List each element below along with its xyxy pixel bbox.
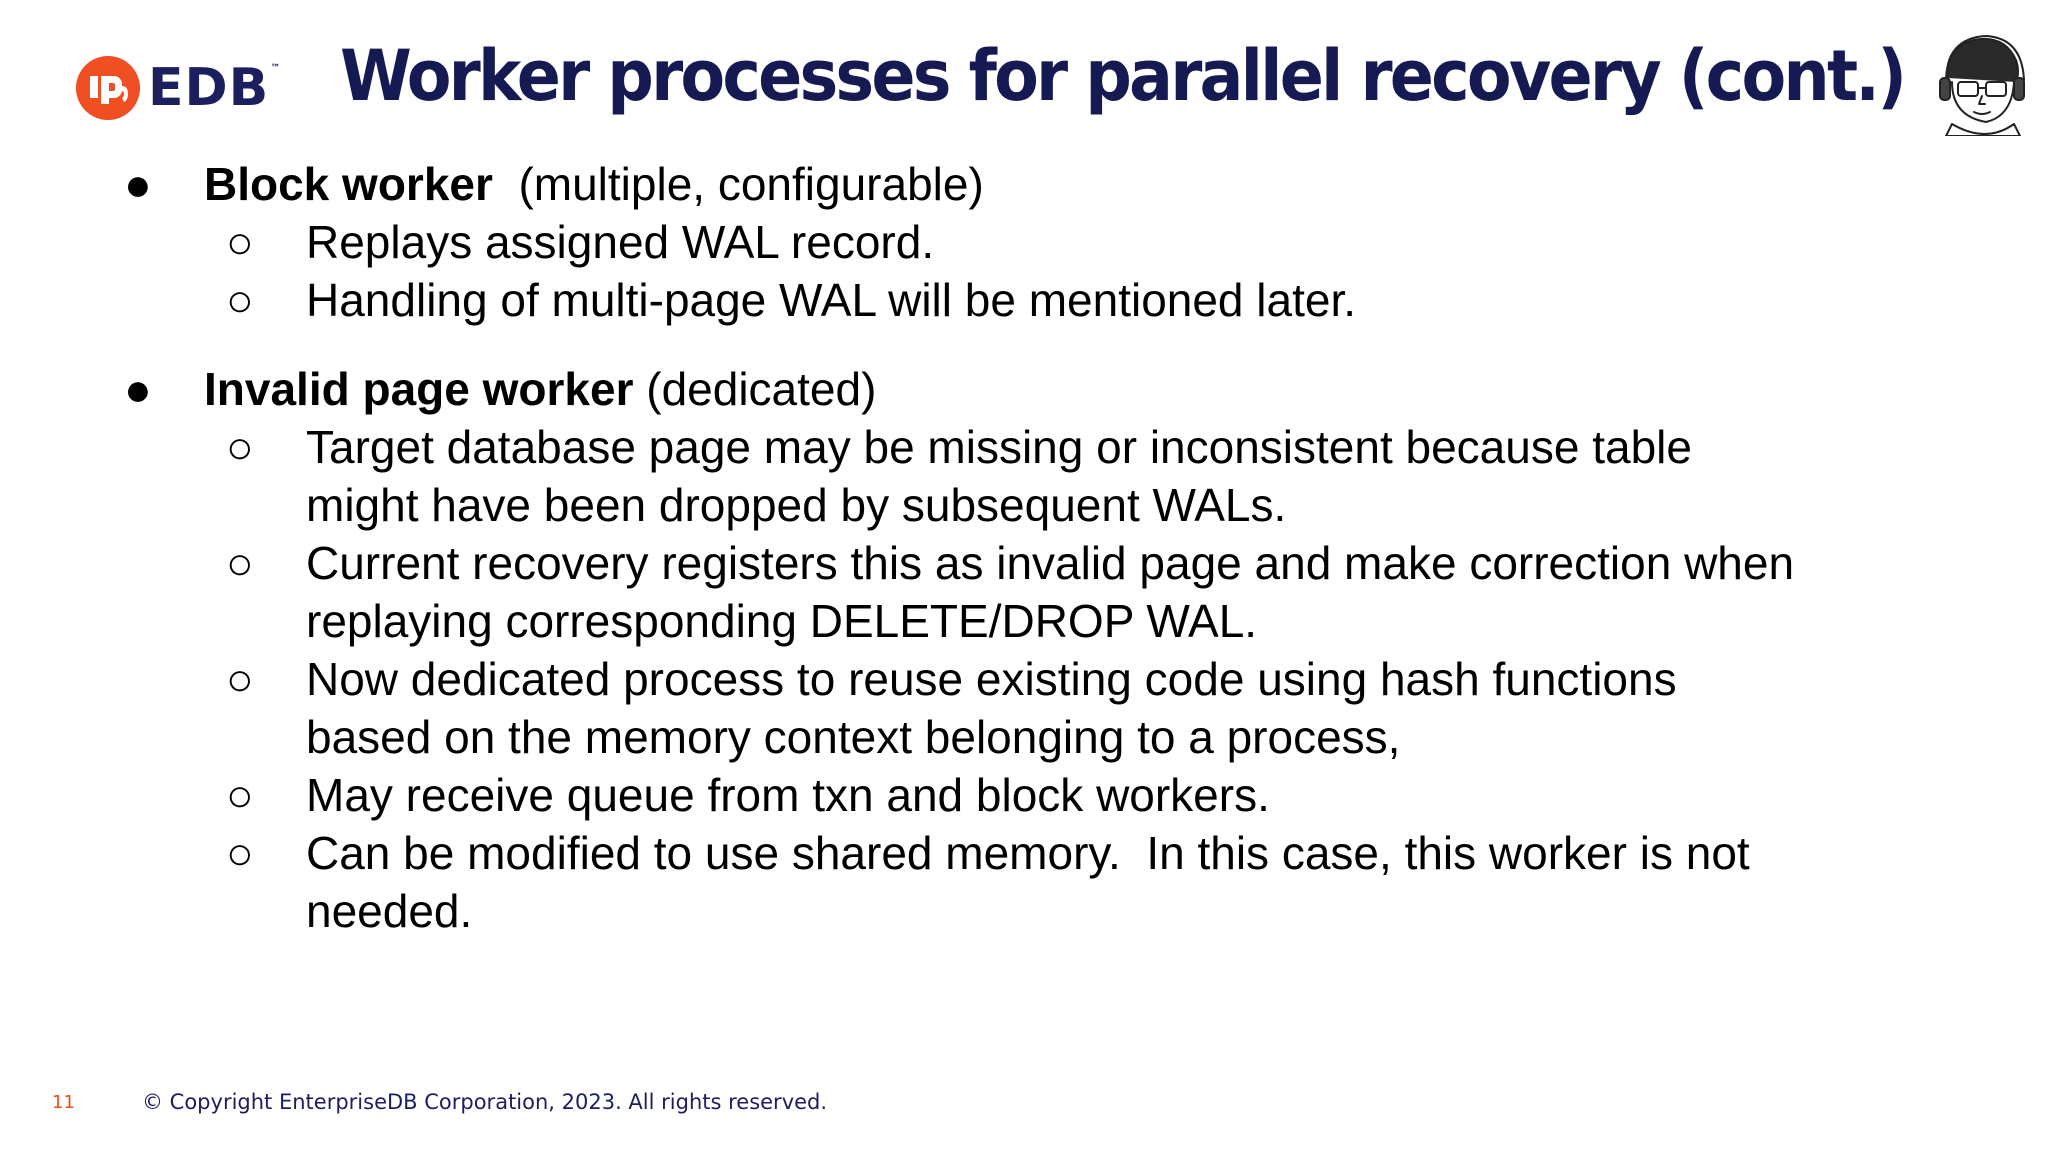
bullet-detail: (multiple, configurable) bbox=[492, 158, 984, 210]
bullet-item-invalid-page-worker: Invalid page worker (dedicated) bbox=[204, 360, 876, 418]
slide-title: Worker processes for parallel recovery (… bbox=[340, 35, 1907, 117]
sub-bullet-text: Can be modified to use shared memory. In… bbox=[306, 827, 1750, 879]
edb-elephant-logo-icon bbox=[76, 56, 140, 120]
sub-bullet-marker: ○ bbox=[226, 827, 254, 879]
bullet-heading: Block worker bbox=[204, 158, 493, 210]
bullet-marker: ● bbox=[124, 363, 152, 415]
sub-bullet-marker: ○ bbox=[226, 653, 254, 705]
sub-bullet-text-continuation: based on the memory context belonging to… bbox=[306, 711, 1401, 763]
bullet-item-block-worker: Block worker (multiple, configurable) bbox=[204, 155, 984, 213]
sub-bullet-text: Handling of multi-page WAL will be menti… bbox=[306, 274, 1357, 326]
sub-bullet-marker: ○ bbox=[226, 421, 254, 473]
sub-bullet-text: Now dedicated process to reuse existing … bbox=[306, 653, 1677, 705]
sub-bullet-marker: ○ bbox=[226, 216, 254, 268]
sub-bullet-text: May receive queue from txn and block wor… bbox=[306, 769, 1270, 821]
sub-bullet-marker: ○ bbox=[226, 274, 254, 326]
sub-bullet-text: Current recovery registers this as inval… bbox=[306, 537, 1795, 589]
bullet-detail: (dedicated) bbox=[633, 363, 877, 415]
logo-trademark: ™ bbox=[270, 63, 282, 74]
sub-bullet-text: Target database page may be missing or i… bbox=[306, 421, 1692, 473]
sub-bullet-marker: ○ bbox=[226, 769, 254, 821]
sub-bullet-text-continuation: replaying corresponding DELETE/DROP WAL. bbox=[306, 595, 1258, 647]
sub-bullet-marker: ○ bbox=[226, 537, 254, 589]
bullet-heading: Invalid page worker bbox=[204, 363, 634, 415]
presenter-avatar-sketch-icon bbox=[1939, 35, 2025, 136]
bullet-marker: ● bbox=[124, 158, 152, 210]
sub-bullet-text-continuation: might have been dropped by subsequent WA… bbox=[306, 479, 1287, 531]
page-number: 11 bbox=[52, 1092, 75, 1113]
copyright-notice: © Copyright EnterpriseDB Corporation, 20… bbox=[142, 1090, 828, 1114]
sub-bullet-text: Replays assigned WAL record. bbox=[306, 216, 935, 268]
sub-bullet-text-continuation: needed. bbox=[306, 885, 473, 937]
